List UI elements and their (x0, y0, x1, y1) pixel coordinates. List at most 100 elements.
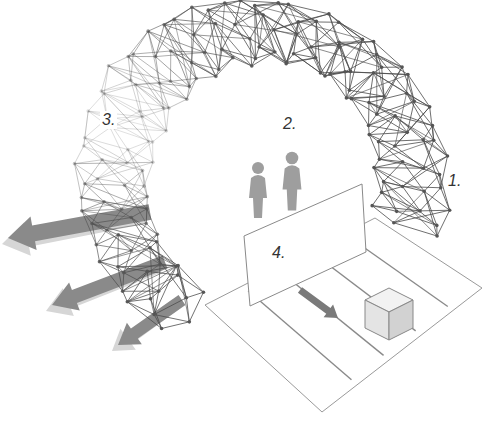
lattice-strut (379, 159, 423, 168)
lattice-node (380, 191, 384, 195)
lattice-strut (196, 76, 216, 78)
lattice-strut (407, 93, 434, 140)
lattice-node (169, 80, 173, 84)
lattice-node (428, 105, 432, 109)
lattice-strut (377, 114, 407, 132)
lattice-node (96, 177, 100, 181)
lattice-strut (104, 94, 169, 108)
lattice-strut (340, 39, 363, 47)
lattice-strut (148, 31, 171, 51)
lattice-node (338, 45, 342, 49)
lattice-strut (430, 107, 434, 140)
lattice-node (130, 249, 134, 253)
lattice-node (148, 246, 152, 250)
lattice-strut (146, 223, 157, 234)
lattice-strut (294, 54, 325, 76)
lattice-node (375, 53, 379, 57)
lattice-strut (402, 67, 414, 101)
lattice-node (297, 20, 301, 24)
lattice-strut (101, 80, 130, 91)
lattice-strut (250, 15, 263, 39)
lattice-strut (403, 187, 441, 188)
lattice-node (393, 144, 397, 148)
lattice-node (405, 91, 409, 95)
lattice-node (214, 22, 218, 26)
lattice-node (206, 8, 210, 12)
lattice-strut (147, 271, 150, 298)
lattice-node (146, 195, 150, 199)
human-head (252, 162, 264, 174)
lattice-node (377, 140, 381, 144)
lattice-node (375, 112, 379, 116)
lattice-strut (349, 39, 362, 90)
lattice-strut (136, 81, 171, 84)
lattice-strut (107, 197, 148, 230)
lattice-strut (192, 7, 216, 23)
lattice-strut (382, 192, 397, 211)
lattice-strut (382, 67, 402, 68)
lattice-node (272, 28, 276, 32)
lattice-node (370, 204, 374, 208)
lattice-node (361, 37, 365, 41)
lattice-node (158, 262, 162, 266)
lattice-strut (320, 47, 339, 73)
lattice-strut (240, 1, 278, 3)
lattice-strut (154, 315, 189, 322)
lattice-strut (133, 51, 171, 54)
lattice-strut (235, 24, 297, 34)
lattice-strut (275, 52, 286, 64)
lattice-strut (128, 142, 149, 150)
lattice-strut (109, 66, 187, 99)
lattice-node (217, 68, 221, 72)
lattice-node (422, 190, 426, 194)
lattice-strut (104, 202, 131, 218)
lattice-node (145, 207, 149, 211)
lattice-strut (437, 210, 450, 236)
lattice-node (367, 124, 371, 128)
lattice-strut (101, 66, 108, 91)
lattice-node (327, 12, 331, 16)
lattice-node (102, 200, 106, 204)
wall-panel (244, 184, 366, 306)
lattice-node (431, 124, 435, 128)
lattice-strut (424, 175, 439, 192)
lattice-strut (92, 218, 131, 224)
lattice-strut (178, 265, 203, 292)
lattice-strut (153, 131, 167, 142)
lattice-node (372, 40, 376, 44)
human-figure (283, 165, 302, 210)
lattice-strut (407, 101, 414, 132)
lattice-node (194, 77, 198, 81)
lattice-strut (369, 103, 377, 115)
lattice-strut (81, 198, 82, 211)
lattice-node (129, 216, 133, 220)
lattice-node (73, 162, 77, 166)
lattice-strut (118, 267, 147, 272)
lattice-node (372, 166, 376, 170)
lattice-strut (75, 160, 103, 164)
lattice-node (100, 158, 104, 162)
lattice-node (314, 56, 318, 60)
lattice-strut (152, 142, 153, 162)
lattice-strut (192, 63, 219, 70)
lattice-strut (297, 21, 316, 34)
lattice-node (337, 41, 341, 45)
lattice-strut (85, 111, 88, 138)
lattice-strut (288, 4, 316, 21)
lattice-node (380, 65, 384, 69)
lattice-node (284, 62, 288, 66)
lattice-node (448, 208, 452, 212)
lattice-strut (156, 52, 205, 56)
lattice-node (223, 1, 227, 5)
callout-number: 2. (281, 115, 298, 133)
lattice-node (157, 289, 161, 293)
lattice-node (202, 290, 206, 294)
lattice-strut (85, 138, 143, 171)
lattice-strut (164, 108, 167, 131)
lattice-strut (250, 39, 252, 66)
lattice-strut (316, 21, 339, 47)
lattice-strut (330, 74, 349, 90)
human-figure (249, 175, 267, 218)
lattice-strut (142, 117, 166, 131)
lattice-strut (118, 248, 150, 267)
